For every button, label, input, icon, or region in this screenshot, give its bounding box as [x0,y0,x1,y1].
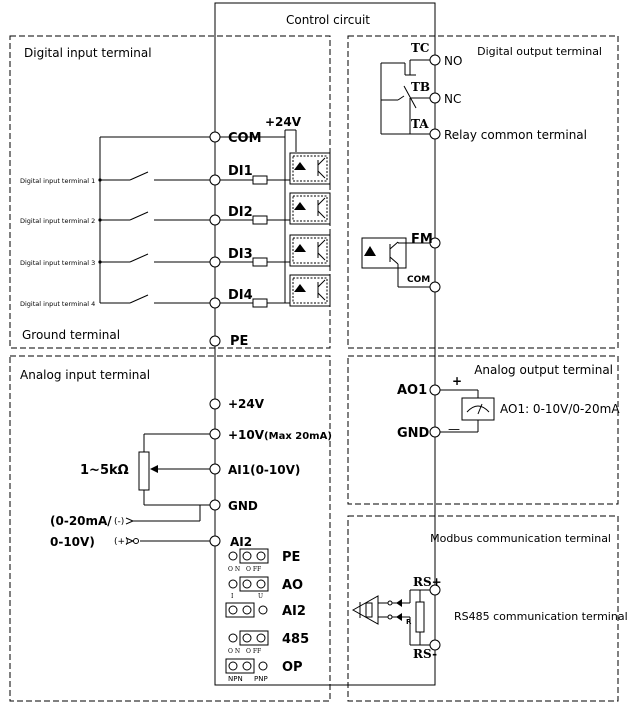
jumper-on-1: O N [228,566,240,573]
digital-input-wiring [98,136,210,304]
control-circuit-box [214,2,436,686]
tc-label: TC [411,41,429,55]
ai1-label: AI1(0-10V) [228,463,300,477]
gnd-label-output: GND [397,426,430,441]
digital-input-label-2: Digital input terminal 2 [20,217,95,225]
com-terminal-label: COM [228,131,262,146]
jumper-i: I [231,593,234,600]
plus24v-label-analog: +24V [228,397,265,411]
di3-label: DI3 [228,247,253,262]
digital-output-region [347,35,619,349]
r-label: R [406,618,412,626]
rs-minus-label: RS- [413,647,437,661]
pe-terminal-label: PE [230,334,248,349]
ao1-range-label: AO1: 0-10V/0-20mA [500,402,620,416]
jumper-op-label: OP [282,660,303,675]
nc-label: NC [444,92,461,106]
potentiometer-value: 1~5kΩ [80,463,129,478]
jumpers [225,548,269,674]
di1-label: DI1 [228,164,253,179]
digital-input-region [9,35,331,349]
ao1-label: AO1 [397,383,427,398]
minus-sign: (-) [114,517,124,527]
optocoupler-inputs [220,129,331,308]
di4-label: DI4 [228,288,253,303]
digital-input-label-1: Digital input terminal 1 [20,177,95,185]
jumper-on-2: O N [228,648,240,655]
digital-output-title: Digital output terminal [477,45,602,58]
fm-output [361,237,430,288]
analog-input-title: Analog input terminal [20,368,150,382]
ao-minus: — [448,422,460,436]
jumper-ao-label: AO [282,578,303,593]
rs-plus-label: RS+ [413,575,442,589]
modbus-title: Modbus communication terminal [430,532,611,545]
analog-output-region [347,355,619,505]
plus-sign: (+) [114,537,129,547]
potentiometer-wiring [125,433,210,545]
ai2-label: AI2 [230,535,252,549]
jumper-off-1: O FF [246,566,261,573]
plus24v-label-top: +24V [265,115,302,129]
di2-label: DI2 [228,205,253,220]
left-terminals [209,131,221,547]
jumper-u: U [258,593,263,600]
relay-wiring [380,59,430,135]
tb-label: TB [411,80,430,94]
jumper-pnp: PNP [254,675,268,683]
current-range-label: (0-20mA/ [50,514,112,528]
fm-com-label: COM [407,275,430,285]
digital-input-title: Digital input terminal [24,46,152,60]
ground-terminal-title: Ground terminal [22,328,120,342]
rs485-label: RS485 communication terminal [454,610,628,623]
ta-label: TA [411,117,429,131]
digital-input-label-4: Digital input terminal 4 [20,300,95,308]
plus10v-label: +10V(Max 20mA) [228,428,332,442]
rs485-wiring [351,589,430,646]
analog-input-region [9,355,331,702]
analog-output-title: Analog output terminal [474,363,613,377]
modbus-region [347,515,619,702]
analog-output-wiring [440,389,495,433]
no-label: NO [444,54,462,68]
gnd-label-analog: GND [228,499,258,513]
control-circuit-title: Control circuit [286,13,370,27]
jumper-npn: NPN [228,675,243,683]
jumper-off-2: O FF [246,648,261,655]
jumper-ai2-label: AI2 [282,604,306,619]
ao-plus: + [452,374,462,388]
fm-label: FM [411,232,433,247]
jumper-pe-label: PE [282,550,300,565]
jumper-485-label: 485 [282,632,309,647]
voltage-range-label: 0-10V) [50,535,95,549]
digital-input-label-3: Digital input terminal 3 [20,259,95,267]
relay-common-label: Relay common terminal [444,128,587,142]
